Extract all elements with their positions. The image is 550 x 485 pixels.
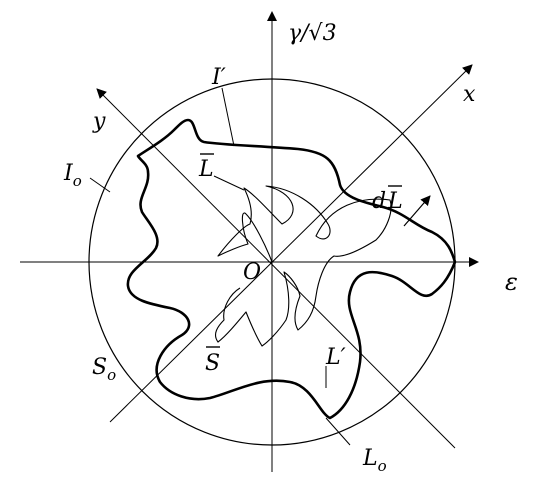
dl-arrow [403, 195, 431, 227]
s-o-main: S [92, 355, 107, 380]
y-axis-label: y [92, 109, 106, 134]
dl-d: d [372, 189, 386, 214]
s-bar-label: S [205, 351, 220, 376]
epsilon-axis-label: ε [505, 268, 518, 296]
i-o-label: Io [63, 161, 82, 190]
i-prime-label: I′ [211, 65, 226, 90]
dl-label: dL [372, 189, 403, 214]
thick-curve [126, 118, 457, 420]
dl-l: L [387, 189, 403, 214]
s-o-label: So [92, 355, 116, 384]
gamma-axis-label: γ/√3 [288, 21, 337, 46]
s-o-subscript: o [107, 366, 116, 384]
l-o-main: L [362, 446, 378, 471]
leader-l-bar [213, 175, 245, 191]
leader-l-o [325, 417, 351, 446]
l-bar-label: L [198, 157, 214, 182]
x-axis [109, 64, 473, 423]
thin-load-path [215, 185, 392, 347]
origin-label: O [243, 260, 261, 285]
y-axis [96, 88, 456, 449]
l-o-label: Lo [362, 446, 387, 475]
l-o-subscript: o [378, 457, 387, 475]
leader-i-prime [221, 87, 235, 147]
l-prime-label: L′ [325, 345, 346, 370]
i-o-subscript: o [73, 172, 82, 190]
x-axis-label: x [463, 82, 476, 107]
leader-i-o [89, 177, 111, 193]
i-o-main: I [63, 161, 74, 186]
